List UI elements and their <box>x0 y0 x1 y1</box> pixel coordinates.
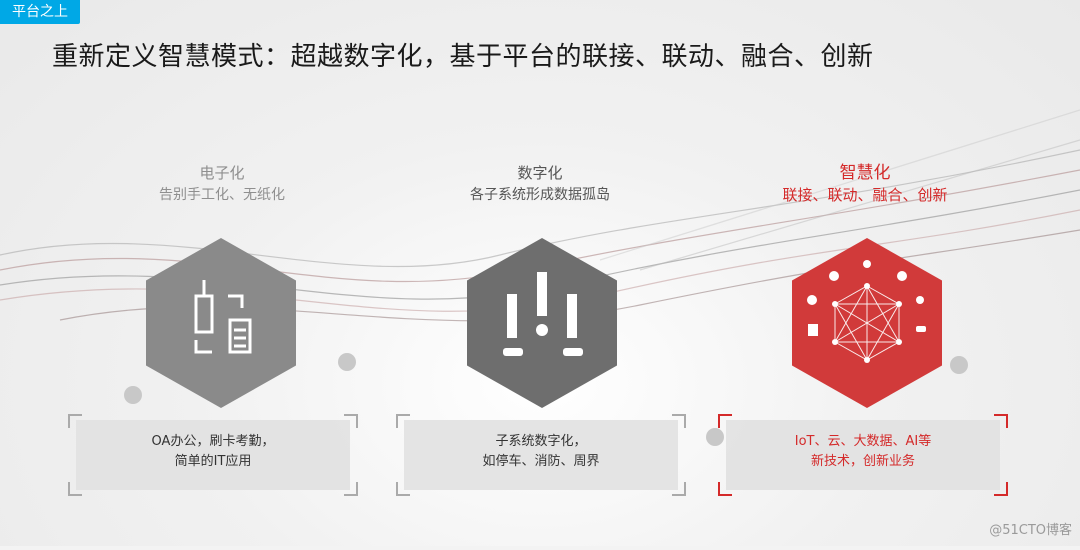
stage-3-hexagon <box>792 238 942 408</box>
watermark: @51CTO博客 <box>989 523 1072 538</box>
stage-2-title: 数字化 <box>517 164 563 182</box>
stage-1-description-box: OA办公，刷卡考勤， 简单的IT应用 <box>68 414 358 496</box>
page-title: 重新定义智慧模式：超越数字化，基于平台的联接、联动、融合、创新 <box>52 42 874 72</box>
stage-3-description: IoT、云、大数据、AI等 新技术，创新业务 <box>794 434 932 469</box>
stage-3-heading: 智慧化 联接、联动、融合、创新 <box>735 162 995 206</box>
stage-1-description: OA办公，刷卡考勤， 简单的IT应用 <box>151 434 275 469</box>
network-icon <box>807 260 926 363</box>
stage-3-title: 智慧化 <box>839 163 891 183</box>
decorative-dot <box>338 353 356 371</box>
decorative-dot <box>706 428 724 446</box>
light-bars-icon <box>503 272 583 356</box>
stage-2-subtitle: 各子系统形成数据孤岛 <box>470 187 610 203</box>
decorative-dot <box>950 356 968 374</box>
stage-2-description: 子系统数字化， 如停车、消防、周界 <box>482 434 600 469</box>
stage-3-description-box: IoT、云、大数据、AI等 新技术，创新业务 <box>718 414 1008 496</box>
section-tag: 平台之上 <box>0 0 80 24</box>
stage-3-subtitle: 联接、联动、融合、创新 <box>782 186 948 204</box>
buildings-icon <box>194 280 252 354</box>
decorative-dot <box>124 386 142 404</box>
stage-2-heading: 数字化 各子系统形成数据孤岛 <box>410 162 670 206</box>
stage-1-subtitle: 告别手工化、无纸化 <box>159 187 285 203</box>
stage-2-hexagon <box>467 238 617 408</box>
stage-2-description-box: 子系统数字化， 如停车、消防、周界 <box>396 414 686 496</box>
stage-1-hexagon <box>146 238 296 408</box>
stage-1-title: 电子化 <box>199 164 245 182</box>
stage-1-heading: 电子化 告别手工化、无纸化 <box>92 162 352 206</box>
